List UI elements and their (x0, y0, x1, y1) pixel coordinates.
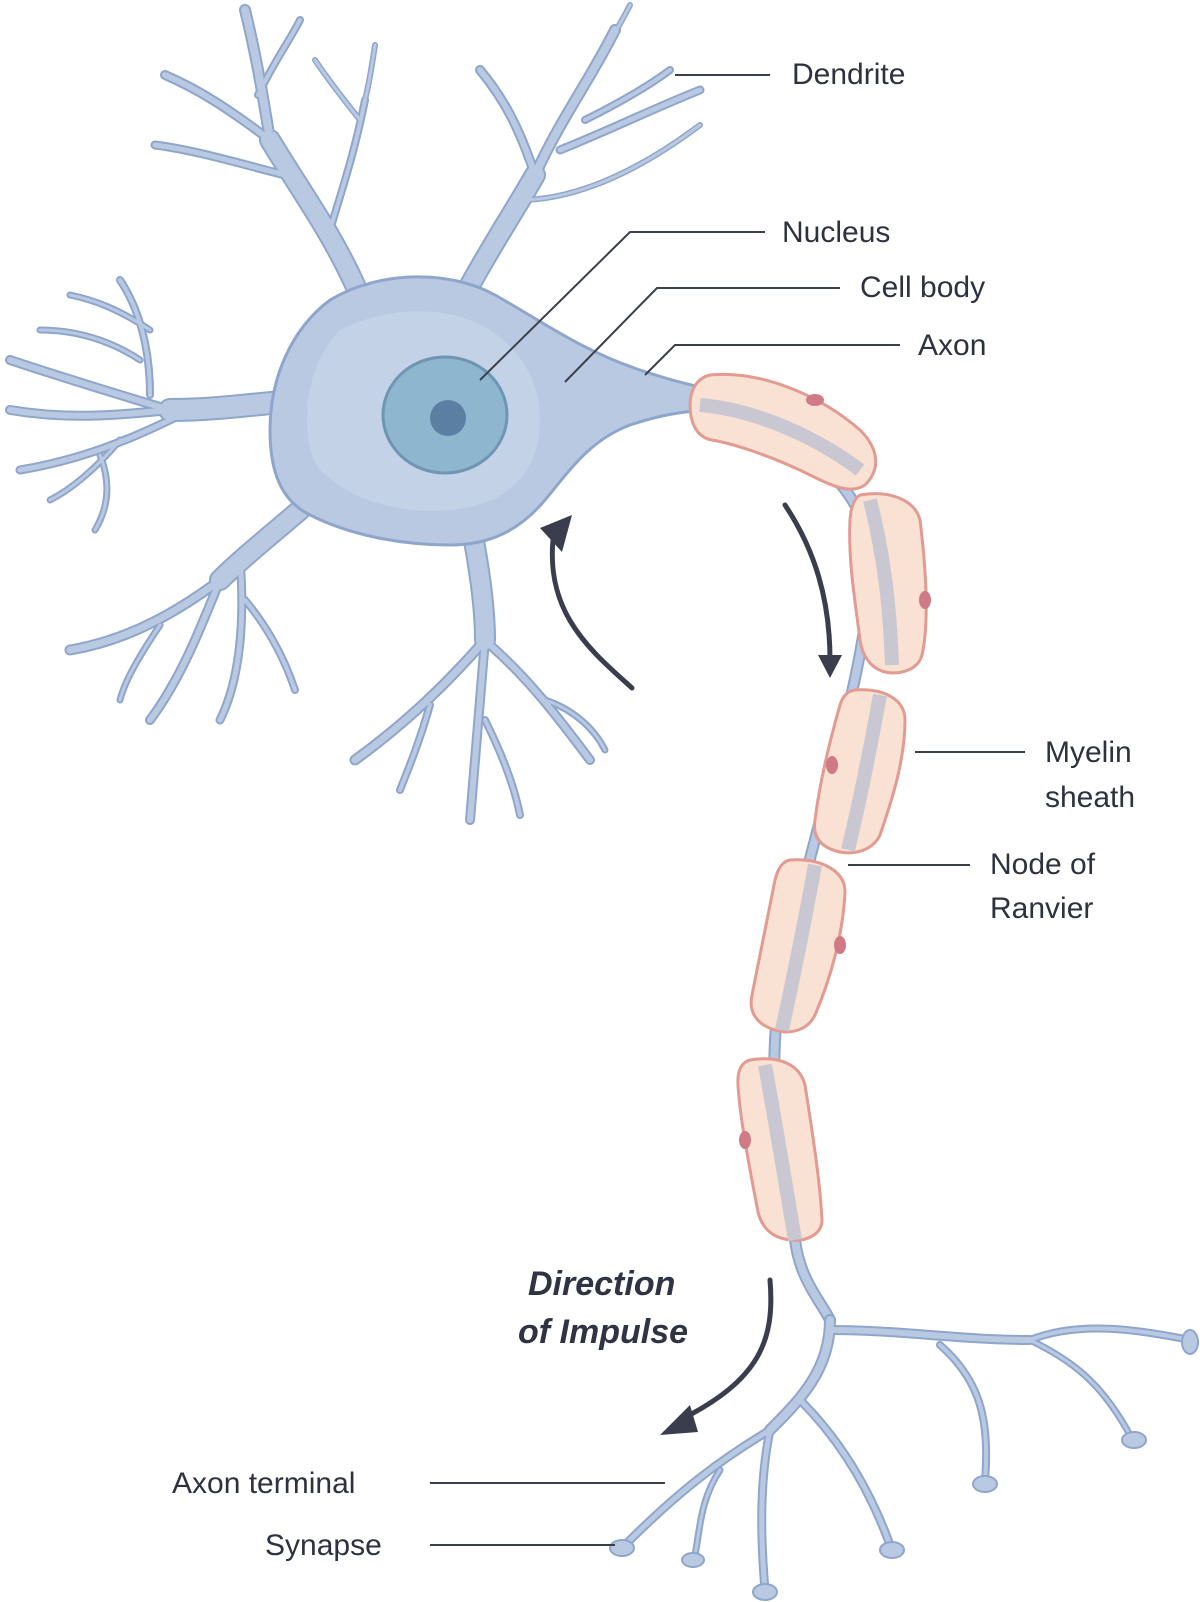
nucleus (381, 355, 509, 475)
label-axon: Axon (918, 329, 986, 362)
synaptic-knob (681, 1552, 705, 1568)
labels: Dendrite Nucleus Cell body Axon Myelin s… (172, 58, 1135, 1562)
label-dendrite: Dendrite (792, 58, 905, 91)
label-direction-line1: Direction (528, 1265, 675, 1303)
label-node-of-ranvier-line1: Node of (990, 848, 1096, 881)
myelin-segment (688, 372, 878, 491)
synaptic-knob (609, 1539, 635, 1557)
leader-lines (430, 74, 1025, 1546)
schwann-nucleus (826, 756, 838, 774)
synaptic-knob (879, 1541, 905, 1559)
schwann-nucleus (739, 1131, 751, 1149)
schwann-nucleus (806, 394, 824, 406)
label-axon-terminal: Axon terminal (172, 1467, 355, 1500)
arrow-curve-bottom (677, 1277, 774, 1423)
arrow-curve-right (782, 502, 833, 663)
synaptic-knob (1181, 1329, 1199, 1355)
label-myelin-sheath-line1: Myelin (1045, 736, 1132, 769)
label-synapse: Synapse (265, 1529, 382, 1562)
label-node-of-ranvier-line2: Ranvier (990, 892, 1093, 925)
arrow-curve-up (549, 522, 635, 691)
label-cell-body: Cell body (860, 271, 985, 304)
label-nucleus: Nucleus (782, 216, 890, 249)
schwann-nucleus (919, 591, 931, 609)
label-direction-line2: of Impulse (518, 1313, 688, 1351)
myelin-segment (749, 858, 847, 1034)
impulse-arrows (540, 502, 842, 1435)
synaptic-knob (972, 1475, 998, 1493)
label-myelin-sheath-line2: sheath (1045, 781, 1135, 814)
synaptic-knob (1121, 1431, 1147, 1449)
axon-terminal-branches (609, 1314, 1199, 1601)
myelin-segment (736, 1057, 824, 1242)
dendrites (5, 2, 705, 825)
schwann-nucleus (834, 936, 846, 954)
myelin-segment (848, 492, 931, 675)
synaptic-knob (752, 1583, 778, 1601)
myelin-segment (812, 688, 907, 855)
